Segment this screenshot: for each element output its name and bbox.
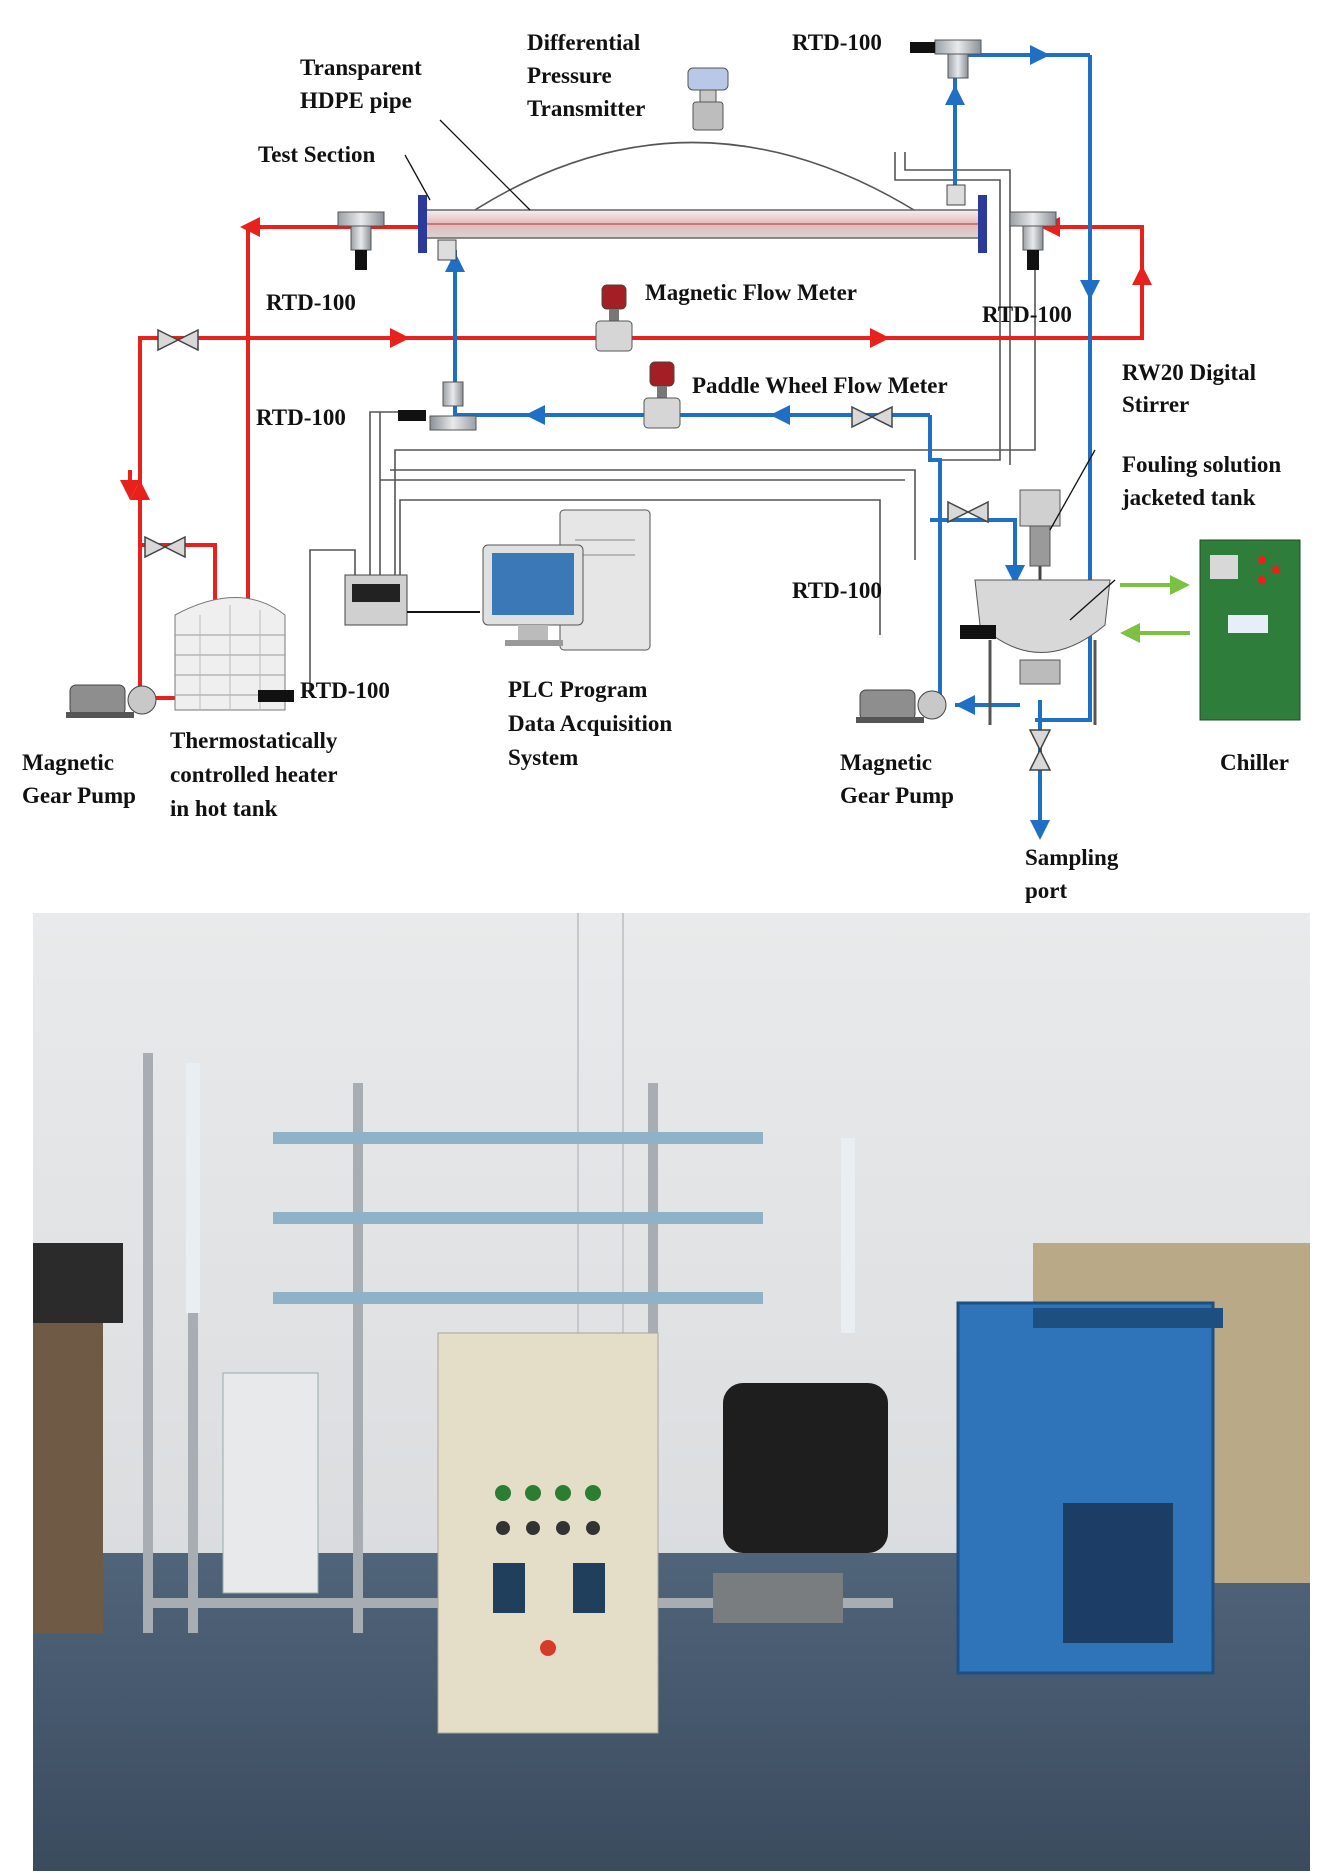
label-rtd-top-right: RTD-100	[792, 30, 882, 55]
label-test-section: Test Section	[258, 142, 376, 167]
label-dpt-3: Transmitter	[527, 96, 645, 121]
label-plc-2: Data Acquisition	[508, 711, 672, 736]
label-gear-pump-right-2: Gear Pump	[840, 783, 954, 808]
magnetic-flow-meter-icon	[595, 284, 633, 352]
magnetic-gear-pump-left-icon	[66, 684, 157, 718]
plc-controller-icon	[344, 574, 480, 626]
label-heater-2: controlled heater	[170, 762, 338, 787]
jacketed-tank-icon	[960, 449, 1116, 725]
label-heater: Thermostatically	[170, 728, 338, 753]
differential-pressure-transmitter-icon	[687, 67, 729, 131]
label-sampling-port: Sampling	[1025, 845, 1119, 870]
signal-wires	[309, 141, 1036, 690]
label-dpt-2: Pressure	[527, 63, 612, 88]
label-transparent-pipe-2: HDPE pipe	[300, 88, 412, 113]
label-transparent-pipe: Transparent	[300, 55, 422, 80]
label-dpt: Differential	[527, 30, 640, 55]
magnetic-gear-pump-right-icon	[856, 689, 947, 723]
experimental-rig-photo	[33, 913, 1310, 1871]
label-fouling-tank: Fouling solution	[1122, 452, 1281, 477]
paddle-wheel-flow-meter-icon	[643, 361, 681, 429]
label-rtd-hot-tank: RTD-100	[300, 678, 390, 703]
hot-tank-icon	[174, 597, 294, 711]
label-plc: PLC Program	[508, 677, 647, 702]
rtd-tee-fittings	[337, 39, 1057, 431]
chiller-icon	[1120, 539, 1301, 721]
label-plc-3: System	[508, 745, 578, 770]
label-chiller: Chiller	[1220, 750, 1289, 775]
label-rtd-right-lower: RTD-100	[792, 578, 882, 603]
label-sampling-port-2: port	[1025, 878, 1068, 903]
label-fouling-tank-2: jacketed tank	[1121, 485, 1256, 510]
process-schematic: Transparent HDPE pipe Differential Press…	[22, 30, 1301, 903]
label-rtd-left-lower: RTD-100	[256, 405, 346, 430]
label-magnetic-flow-meter: Magnetic Flow Meter	[645, 280, 857, 305]
test-section	[404, 119, 987, 261]
label-heater-3: in hot tank	[170, 796, 278, 821]
label-gear-pump-right: Magnetic	[840, 750, 932, 775]
label-rtd-right-upper: RTD-100	[982, 302, 1072, 327]
label-rtd-left-upper: RTD-100	[266, 290, 356, 315]
label-paddle-wheel-flow-meter: Paddle Wheel Flow Meter	[692, 373, 948, 398]
label-rw20-stirrer-2: Stirrer	[1122, 392, 1189, 417]
diagram-labels: Transparent HDPE pipe Differential Press…	[22, 30, 1289, 903]
hot-water-loop	[120, 217, 1152, 700]
valve-icons	[144, 328, 1052, 771]
label-gear-pump-left-2: Gear Pump	[22, 783, 136, 808]
computer-icon	[482, 509, 651, 651]
label-rw20-stirrer: RW20 Digital	[1122, 360, 1256, 385]
label-gear-pump-left: Magnetic	[22, 750, 114, 775]
